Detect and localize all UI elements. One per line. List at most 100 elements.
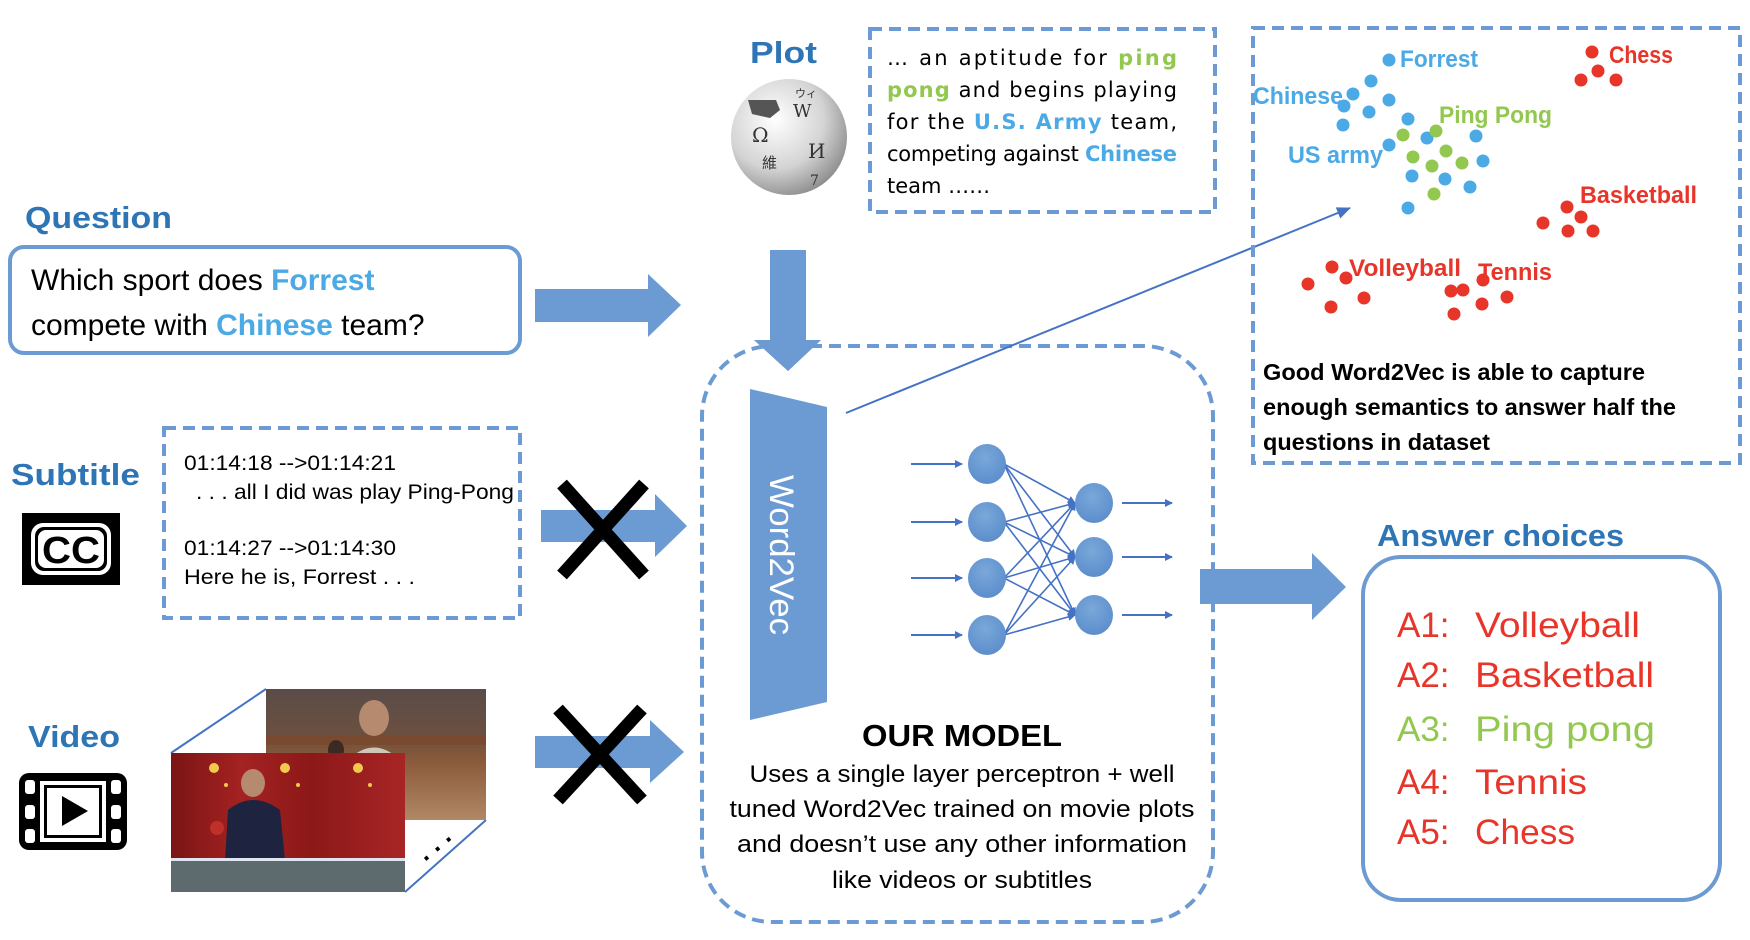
- embedding-dot-blue: [1469, 129, 1483, 143]
- globe-glyph: 7: [810, 173, 819, 189]
- plot-heading: Plot: [750, 35, 817, 70]
- word2vec-to-embedding-pointer: [845, 207, 1351, 414]
- embedding-dot-blue: [1362, 105, 1376, 119]
- plot-text-segment: … an aptitude for: [887, 46, 1116, 70]
- embedding-dot-red: [1560, 200, 1574, 214]
- question-text: compete with: [31, 309, 216, 342]
- embedding-caption-line: questions in dataset: [1263, 429, 1490, 455]
- plot-text-segment: team,: [1103, 110, 1177, 134]
- input-node: [968, 558, 1006, 598]
- output-node: [1075, 595, 1113, 635]
- question-line-1: Which sport does Forrest: [31, 264, 374, 297]
- plot-highlight-chinese: Chinese: [1085, 142, 1177, 166]
- question-box: [8, 245, 522, 355]
- embedding-dot-red: [1447, 307, 1461, 321]
- plot-highlight-ping: ping: [1118, 46, 1177, 70]
- embedding-label-chess: Chess: [1609, 42, 1673, 69]
- plot-line: team ……: [887, 174, 990, 198]
- video-heading: Video: [28, 719, 120, 754]
- embedding-dot-green: [1455, 156, 1469, 170]
- answer-value: Ping pong: [1475, 710, 1655, 749]
- video-frame-front: [171, 753, 405, 892]
- answer-value: Basketball: [1475, 656, 1654, 695]
- plot-text-box: [868, 27, 1217, 214]
- embedding-scatter: [1301, 45, 1623, 321]
- embedding-dot-green: [1406, 150, 1420, 164]
- input-node: [968, 502, 1006, 542]
- embedding-dot-blue: [1336, 118, 1350, 132]
- embedding-dot-red: [1444, 284, 1458, 298]
- plot-highlight-us-army: U.S. Army: [974, 110, 1102, 134]
- perceptron-network: [911, 444, 1173, 655]
- input-node: [968, 444, 1006, 484]
- embedding-dot-blue: [1476, 154, 1490, 168]
- subtitle-line-2: Here he is, Forrest . . .: [184, 566, 415, 589]
- embedding-box: [1251, 26, 1742, 465]
- embedding-label-forrest: Forrest: [1400, 46, 1478, 73]
- embedding-dot-blue: [1382, 138, 1396, 152]
- answer-value: Chess: [1475, 813, 1575, 852]
- embedding-dot-red: [1561, 224, 1575, 238]
- subtitle-heading: Subtitle: [11, 457, 140, 492]
- answer-key: A4:: [1397, 763, 1450, 802]
- embedding-dot-green: [1427, 187, 1441, 201]
- subtitle-excluded-cross-icon: [557, 479, 649, 580]
- embedding-dot-blue: [1405, 169, 1419, 183]
- model-description-line: and doesn’t use any other information: [737, 831, 1187, 858]
- embedding-dot-red: [1324, 300, 1338, 314]
- plot-text-segment: team ……: [887, 174, 990, 198]
- network-edge: [1003, 502, 1076, 636]
- embedding-dot-blue: [1438, 172, 1452, 186]
- embedding-dot-red: [1574, 210, 1588, 224]
- embedding-label-ping-pong: Ping Pong: [1439, 102, 1552, 129]
- embedding-dot-blue: [1364, 74, 1378, 88]
- embedding-dot-red: [1357, 291, 1371, 305]
- network-edge: [1003, 502, 1076, 579]
- embedding-dot-blue: [1337, 99, 1351, 113]
- question-line-2: compete with Chinese team?: [31, 309, 425, 342]
- globe-glyph: W: [793, 101, 812, 122]
- model-description-line: tuned Word2Vec trained on movie plots: [730, 796, 1195, 823]
- answer-choices-box: [1361, 555, 1722, 902]
- word2vec-label: Word2Vec: [762, 475, 800, 635]
- question-text: Which sport does: [31, 264, 271, 297]
- network-edge: [1003, 556, 1076, 636]
- embedding-dot-blue: [1401, 201, 1415, 215]
- output-node: [1075, 483, 1113, 523]
- model-description-line: like videos or subtitles: [832, 867, 1092, 894]
- answer-value: Volleyball: [1475, 606, 1640, 645]
- answer-choice: A5:Chess: [1397, 813, 1575, 852]
- subtitle-timestamp-2: 01:14:27 -->01:14:30: [184, 537, 396, 560]
- embedding-label-us-army: US army: [1288, 142, 1384, 169]
- plot-line: competing against Chinese: [887, 142, 1177, 166]
- answer-choice: A1: Volleyball: [1397, 606, 1640, 645]
- film-play-icon: [19, 773, 127, 850]
- embedding-dot-red: [1586, 224, 1600, 238]
- embedding-caption-line: enough semantics to answer half the: [1263, 394, 1676, 420]
- network-edge: [1003, 463, 1076, 558]
- embedding-label-tennis: Tennis: [1478, 259, 1552, 286]
- embedding-caption-line: Good Word2Vec is able to capture: [1263, 359, 1645, 385]
- embedding-dot-red: [1325, 260, 1339, 274]
- globe-glyph: И: [808, 139, 825, 163]
- subtitle-timestamp-1: 01:14:18 -->01:14:21: [184, 452, 396, 475]
- closed-caption-icon: CC: [22, 513, 120, 585]
- output-node: [1075, 537, 1113, 577]
- model-title: OUR MODEL: [862, 718, 1062, 753]
- embedding-dot-green: [1425, 159, 1439, 173]
- embedding-dot-red: [1585, 45, 1599, 59]
- subtitle-line-1: . . . all I did was play Ping-Pong: [196, 481, 514, 504]
- answer-value: Tennis: [1475, 763, 1587, 802]
- question-highlight-forrest: Forrest: [271, 264, 374, 297]
- model-description-line: Uses a single layer perceptron + well: [750, 761, 1175, 788]
- globe-glyph: Ω: [752, 123, 769, 147]
- embedding-dot-red: [1609, 73, 1623, 87]
- answer-key: A1:: [1397, 606, 1450, 645]
- embedding-dot-blue: [1382, 93, 1396, 107]
- subtitle-box: [162, 426, 522, 620]
- embedding-dot-red: [1301, 277, 1315, 291]
- word2vec-block: [750, 389, 827, 720]
- question-heading: Question: [25, 200, 172, 235]
